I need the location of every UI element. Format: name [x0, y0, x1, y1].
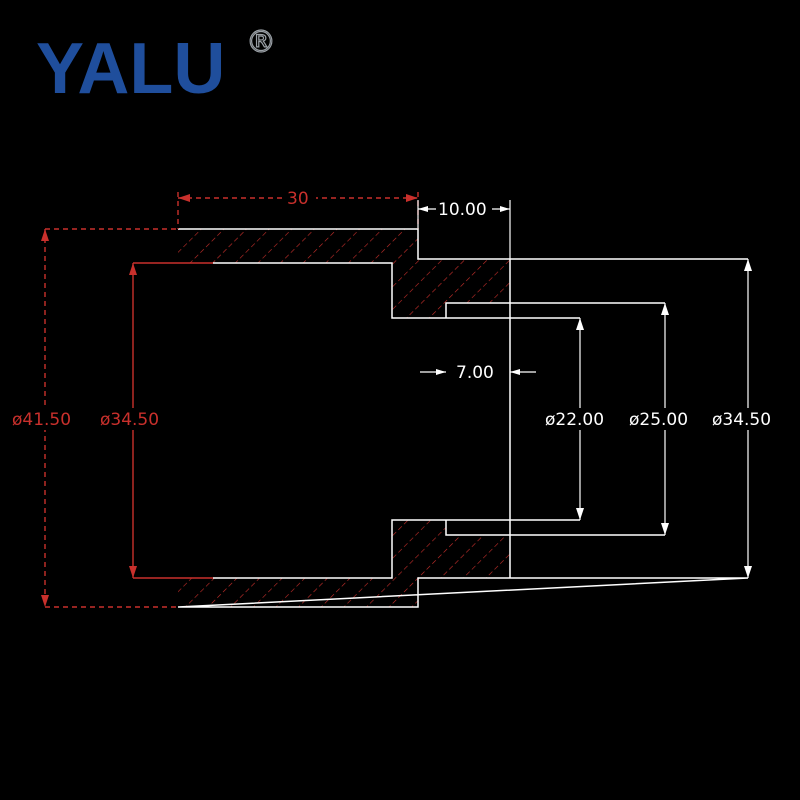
dim-length-total: 30 [287, 189, 309, 209]
registered-mark: ® [246, 25, 276, 60]
section-hatching [178, 229, 510, 607]
arrow-down-icon [41, 595, 49, 607]
label-gap [710, 408, 786, 430]
arrow-up-icon [41, 229, 49, 241]
arrow-left-icon [178, 194, 190, 202]
dimension-labels: 30 10.00 7.00 ø41.50 ø34.50 ø22.00 ø25.0… [12, 189, 771, 430]
arrow-left-icon [500, 206, 510, 212]
arrow-right-icon [436, 369, 446, 375]
label-gap [452, 362, 504, 382]
dim-outer-diameter-large: ø41.50 [12, 410, 71, 430]
label-gap [282, 188, 316, 208]
label-gap [436, 200, 492, 220]
arrow-up-icon [661, 303, 669, 315]
arrow-right-icon [418, 206, 428, 212]
dim-bore-step-length: 7.00 [456, 363, 494, 383]
inner-large-bore [213, 262, 580, 579]
brand-logo: YALU ® [36, 24, 277, 109]
arrow-down-icon [661, 523, 669, 535]
label-gap [10, 408, 80, 430]
lower-wall-section [178, 520, 510, 607]
arrow-up-icon [744, 259, 752, 271]
dim-outer-diameter-small: ø34.50 [712, 410, 771, 430]
arrow-down-icon [576, 508, 584, 520]
arrow-right-icon [406, 194, 418, 202]
upper-left-wall-section [178, 229, 213, 263]
arrow-up-icon [129, 263, 137, 275]
inner-mid-bore [445, 302, 665, 536]
part-outline [177, 228, 749, 608]
dimension-lines-right [417, 200, 752, 578]
arrow-down-icon [129, 566, 137, 578]
brand-name: YALU [36, 29, 225, 109]
outer-profile [177, 228, 749, 608]
dim-bore-diameter-small: ø22.00 [545, 410, 604, 430]
dim-bore-diameter-mid: ø25.00 [629, 410, 688, 430]
arrow-down-icon [744, 566, 752, 578]
upper-wall-section [178, 229, 510, 318]
label-gap [543, 408, 617, 430]
label-gap [627, 408, 701, 430]
dim-step-length: 10.00 [438, 200, 487, 220]
arrow-left-icon [510, 369, 520, 375]
lower-left-wall-section [178, 578, 213, 607]
dim-inner-diameter-large: ø34.50 [100, 410, 159, 430]
arrow-up-icon [576, 318, 584, 330]
label-gap [98, 408, 172, 430]
